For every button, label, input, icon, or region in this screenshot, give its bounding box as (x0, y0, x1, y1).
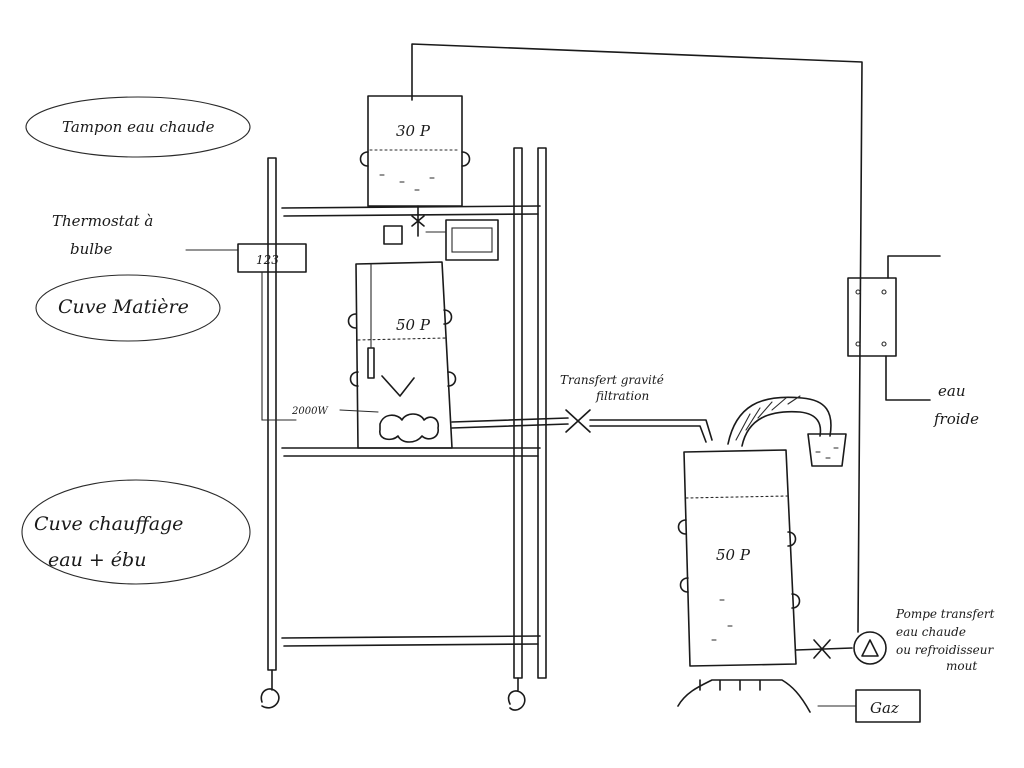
rack-shelf-top-2 (283, 213, 539, 217)
pump-valve (813, 639, 831, 659)
pompe-label-2: eau chaude (896, 625, 966, 639)
gas-box (855, 689, 921, 723)
thermo-bulb (367, 347, 375, 379)
pompe-label-4: mout (946, 659, 977, 673)
small-box (383, 225, 403, 245)
flex-hose (727, 396, 832, 447)
rack-shelf-top (281, 205, 541, 209)
cooling-pot (807, 433, 847, 467)
controller-screen (451, 227, 493, 253)
gas-burner (677, 679, 811, 713)
heating-element (379, 413, 440, 443)
cuve-matiere-bubble (35, 274, 221, 342)
pompe-label-3: ou refroidisseur (896, 643, 995, 657)
rack-shelf-bottom-2 (283, 643, 539, 647)
thermostat-label-1: Thermostat à (52, 212, 153, 230)
wall-box (847, 277, 897, 357)
caster-wheel-left (260, 669, 280, 709)
water-inlet (887, 255, 941, 279)
tank-50p-chauffage: 50 P (677, 449, 801, 667)
stir-symbol (381, 375, 415, 397)
thermostat-display (237, 243, 307, 273)
eau-froide-label-1: eau (938, 382, 965, 400)
rack-post-left (267, 157, 277, 671)
heater-label: 2000W (291, 406, 328, 417)
pompe-label-1: Pompe transfert (895, 607, 995, 621)
pump-icon (853, 631, 887, 665)
cuve-chauffage-label-2: eau + ébu (48, 549, 146, 571)
tank-50p-matiere: 50 P (347, 261, 457, 449)
water-line (411, 43, 863, 633)
tap-valve-top (411, 205, 425, 237)
transfer-pipe-left (451, 417, 569, 429)
rack-frame (260, 147, 547, 711)
thermostat-probe-wire (261, 271, 297, 421)
tank-30p-label: 30 P (396, 122, 431, 140)
rack-shelf-bottom (281, 635, 541, 639)
transfert-label-1: Transfert gravité (560, 373, 664, 387)
gas-label: Gaz (870, 699, 899, 717)
tampon-bubble (25, 96, 251, 158)
tank-30p: 30 P (359, 95, 471, 207)
tank-chauffage-label: 50 P (716, 546, 751, 564)
rack-post-right-2 (537, 147, 547, 679)
thermostat-value: 123 (256, 253, 279, 267)
tampon-label: Tampon eau chaude (62, 118, 215, 136)
cuve-matiere-label: Cuve Matière (58, 296, 189, 318)
tank-30p-handles (359, 151, 471, 167)
eau-froide-label-2: froide (933, 410, 979, 428)
cold-water-outlet (885, 355, 931, 401)
cuve-chauffage-label-1: Cuve chauffage (34, 513, 183, 535)
cuve-chauffage-bubble (21, 479, 251, 585)
transfer-pipe-right (589, 419, 713, 443)
rack-post-right (513, 147, 523, 679)
thermostat-label-2: bulbe (70, 240, 113, 258)
tank-30p-body (367, 95, 463, 207)
transfert-label-2: filtration (595, 389, 649, 403)
caster-wheel-right (507, 677, 526, 711)
tank-matiere-label: 50 P (396, 316, 431, 334)
transfer-valve (565, 409, 591, 433)
tank-chauffage-body (683, 449, 797, 667)
controller-box (445, 219, 499, 261)
